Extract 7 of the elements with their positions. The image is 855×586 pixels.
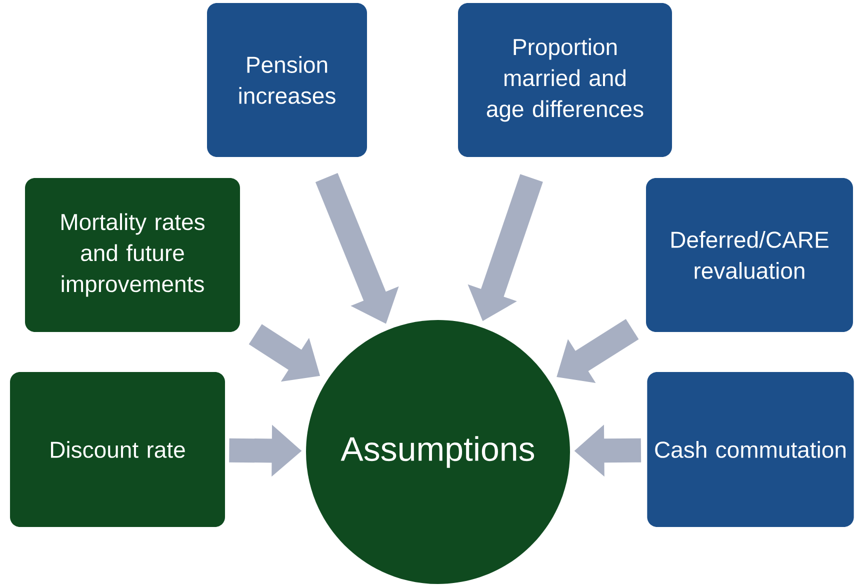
process-box: Cash commutation	[647, 372, 854, 527]
process-box: Mortality rates and future improvements	[25, 178, 240, 332]
process-box: Deferred/CARE revaluation	[646, 178, 853, 332]
process-box: Pension increases	[207, 3, 367, 157]
process-box: Discount rate	[10, 372, 225, 527]
process-box: Proportion married and age differences	[458, 3, 672, 157]
circle-node: Assumptions	[306, 320, 570, 584]
